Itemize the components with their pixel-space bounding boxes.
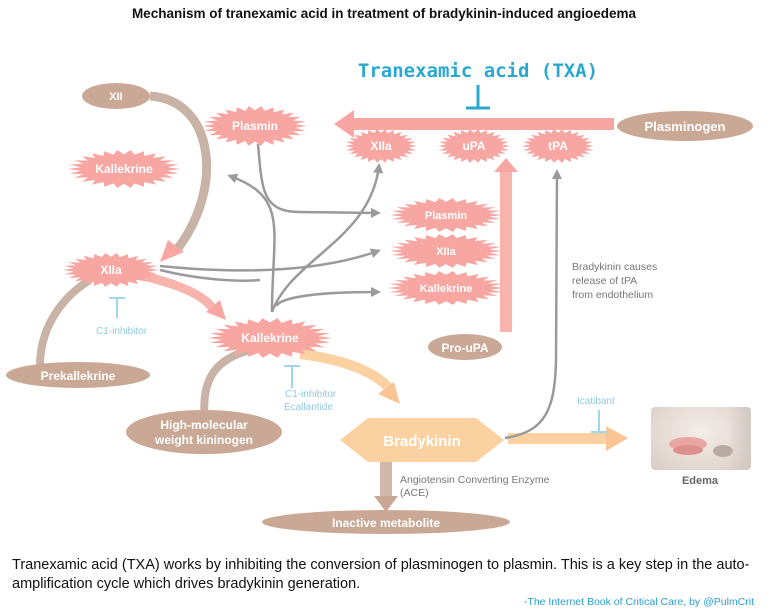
svg-text:XII: XII (109, 91, 122, 103)
node-pro-upa: Pro-uPA (428, 334, 502, 360)
node-xii: XII (82, 83, 150, 109)
node-plasmin-top-label: Plasmin (232, 119, 278, 133)
svg-text:Prekallekrine: Prekallekrine (41, 369, 116, 383)
node-bradykinin: Bradykinin (340, 418, 504, 462)
xii-to-xiia-arrow (149, 91, 212, 255)
bradykinin-to-edema-arrow (508, 433, 608, 444)
node-kallekrine-top-shape (68, 150, 180, 188)
node-kallekrine-mid-shape (388, 271, 504, 305)
node-tpa-label: tPA (548, 139, 568, 153)
node-inactive-metabolite: Inactive metabolite (262, 510, 510, 534)
node-hmwk: High-molecular weight kininogen (126, 410, 282, 454)
c1-inhibitor-label-1: C1-inhibitor (96, 326, 148, 337)
c1-inhibitor-label-2: C1-inhibitor (285, 389, 337, 400)
bradykinin-note-3: from endothelium (572, 289, 653, 301)
gray-arrows (159, 143, 562, 440)
edema-face-image (651, 407, 751, 470)
kallekrine-to-bradykinin-arrowhead (378, 382, 400, 404)
credit: -The Internet Book of Critical Care, by … (523, 596, 754, 608)
txa-inhibition-symbol (466, 85, 490, 110)
node-kallekrine-center-label: Kallekrine (241, 331, 299, 345)
svg-text:Plasminogen: Plasminogen (645, 119, 726, 134)
node-tpa-shape (522, 129, 594, 163)
node-plasminogen: Plasminogen (617, 111, 753, 141)
svg-text:High-molecular: High-molecular (160, 418, 248, 432)
prekallekrine-curve (36, 276, 93, 367)
node-xiia-left: XIIa (63, 253, 159, 287)
svg-text:Pro-uPA: Pro-uPA (441, 341, 488, 355)
node-kallekrine-center: Kallekrine (208, 318, 332, 358)
svg-text:Inactive metabolite: Inactive metabolite (332, 516, 440, 530)
plasminogen-activation-arrow (334, 110, 614, 138)
svg-text:weight kininogen: weight kininogen (154, 433, 253, 447)
xiia-to-kallekrine-arrowhead (206, 300, 226, 320)
node-plasmin-mid: Plasmin (390, 198, 502, 232)
node-xiia-left-label: XIIa (100, 263, 122, 277)
node-xiia-top-shape (345, 129, 417, 163)
txa-label: Tranexamic acid (TXA) (358, 60, 598, 82)
bradykinin-to-metabolite-arrow (380, 458, 392, 498)
diagram-title: Mechanism of tranexamic acid in treatmen… (132, 6, 637, 21)
icatibant-label: Icatibant (577, 396, 615, 407)
node-kallekrine-mid: Kallekrine (388, 271, 504, 305)
svg-text:Bradykinin: Bradykinin (383, 433, 461, 450)
bradykinin-to-edema-arrowhead (606, 426, 628, 451)
node-xiia-top-label: XIIa (370, 139, 392, 153)
node-xiia-left-shape (63, 253, 159, 287)
node-plasmin-mid-shape (390, 198, 502, 232)
node-kallekrine-center-shape (208, 318, 332, 358)
bradykinin-note-1: Bradykinin causes (572, 261, 657, 273)
node-xiia-mid: XIIa (390, 234, 502, 268)
c1-inhibitor-symbol-2 (284, 365, 300, 388)
c1-inhibitor-symbol-1 (109, 297, 125, 318)
node-kallekrine-top-label: Kallekrine (95, 162, 153, 176)
ecallantide-label: Ecallantide (284, 402, 333, 413)
pro-upa-to-upa-arrowhead (494, 158, 518, 172)
node-tpa: tPA (522, 129, 594, 163)
node-prekallekrine: Prekallekrine (6, 362, 150, 388)
ace-label-line2: (ACE) (400, 487, 429, 499)
node-upa: uPA (438, 129, 510, 163)
xii-to-xiia-arrowhead (160, 240, 184, 262)
node-upa-label: uPA (462, 139, 485, 153)
ace-label-line1: Angiotensin Converting Enzyme (400, 474, 550, 486)
node-kallekrine-top: Kallekrine (68, 150, 180, 188)
node-plasmin-top-shape (203, 106, 307, 146)
node-xiia-mid-label: XIIa (436, 246, 456, 258)
icatibant-symbol (591, 410, 607, 433)
bradykinin-to-metabolite-arrowhead (374, 496, 398, 512)
node-kallekrine-mid-label: Kallekrine (420, 283, 473, 295)
edema-label: Edema (682, 475, 719, 487)
caption: Tranexamic acid (TXA) works by inhibitin… (12, 557, 750, 592)
bradykinin-note-2: release of tPA (572, 275, 637, 287)
node-xiia-top: XIIa (345, 129, 417, 163)
node-plasmin-mid-label: Plasmin (425, 210, 467, 222)
hmwk-curve (200, 346, 252, 421)
node-plasmin-top: Plasmin (203, 106, 307, 146)
pro-upa-to-upa-arrow (500, 170, 512, 332)
node-xiia-mid-shape (390, 234, 502, 268)
kallekrine-to-bradykinin-arrow (299, 349, 397, 396)
node-upa-shape (438, 129, 510, 163)
